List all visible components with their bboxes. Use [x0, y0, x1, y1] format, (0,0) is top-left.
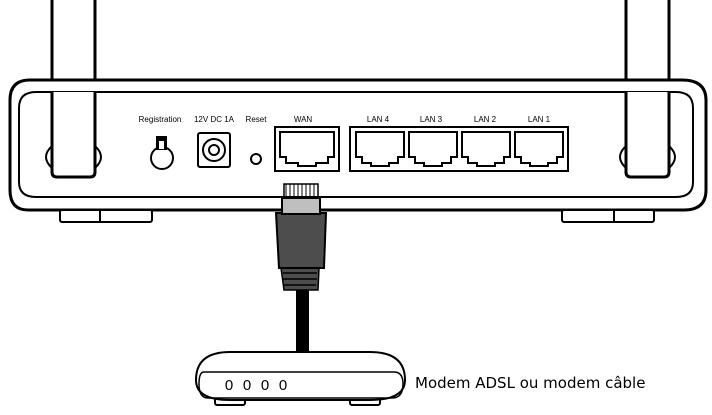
lan1-port-socket [514, 131, 564, 167]
lan4-port-socket [355, 131, 405, 167]
registration-button[interactable] [150, 136, 174, 170]
wan-port-socket [279, 131, 335, 167]
lan3-label: LAN 3 [420, 115, 443, 124]
router-feet [59, 209, 655, 223]
lan1-port[interactable] [514, 131, 564, 167]
modem-led-2: 0 [243, 377, 251, 394]
lan2-port-socket [461, 131, 511, 167]
power-jack [197, 132, 231, 168]
cable-strain-relief [283, 272, 317, 286]
connector-pins [285, 184, 315, 198]
modem-led-3: 0 [261, 377, 269, 394]
modem: 0 0 0 0 [194, 351, 407, 406]
power-label: 12V DC 1A [194, 115, 235, 124]
lan4-label: LAN 4 [367, 115, 390, 124]
modem-leds: 0 0 0 0 [225, 377, 287, 394]
registration-label: Registration [139, 115, 182, 124]
lan1-label: LAN 1 [528, 115, 551, 124]
modem-caption: Modem ADSL ou modem câble [415, 374, 645, 392]
wan-label: WAN [294, 115, 313, 124]
lan2-label: LAN 2 [474, 115, 497, 124]
lan2-port[interactable] [461, 131, 511, 167]
lan3-port-socket [408, 131, 458, 167]
lan3-port[interactable] [408, 131, 458, 167]
ethernet-cable [274, 183, 328, 360]
lan4-port[interactable] [355, 131, 405, 167]
modem-led-4: 0 [279, 377, 287, 394]
reset-button[interactable] [250, 153, 262, 165]
modem-led-1: 0 [225, 377, 233, 394]
ethernet-ports [274, 126, 569, 172]
wan-port[interactable] [274, 126, 340, 172]
reset-label: Reset [246, 115, 268, 124]
